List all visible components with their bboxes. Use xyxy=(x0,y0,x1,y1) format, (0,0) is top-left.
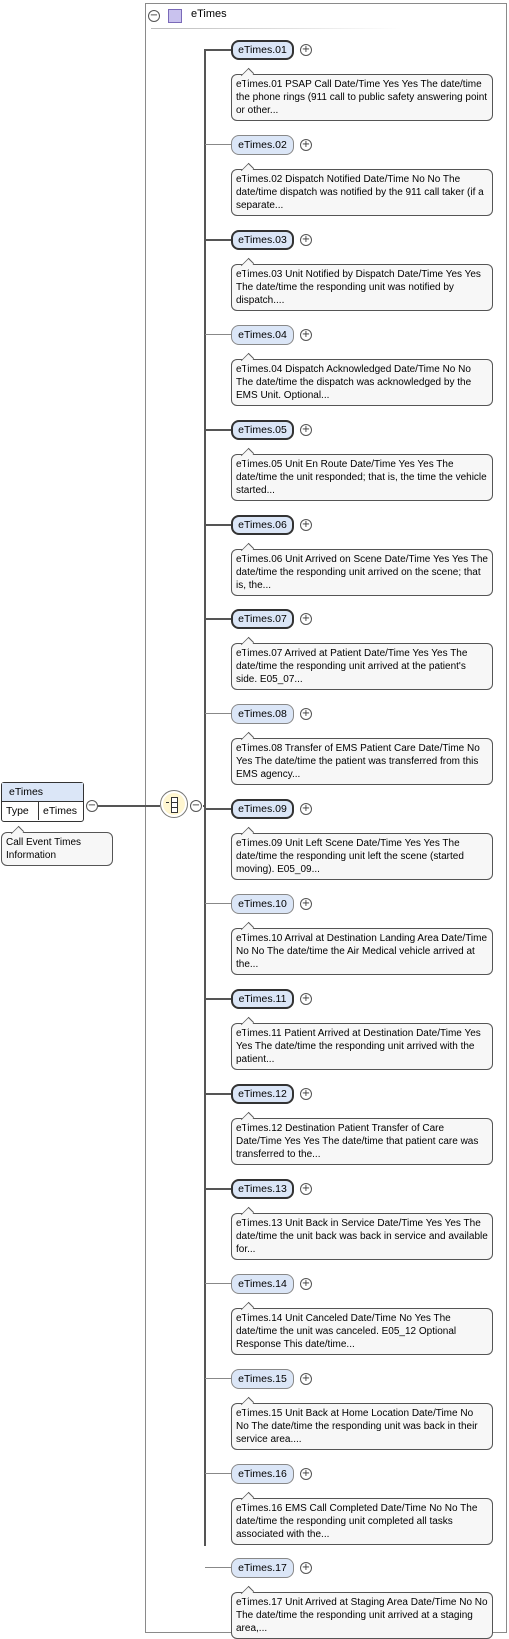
branch-line xyxy=(205,808,231,810)
element-documentation: eTimes.06 Unit Arrived on Scene Date/Tim… xyxy=(231,549,493,596)
element-documentation: eTimes.11 Patient Arrived at Destination… xyxy=(231,1023,493,1070)
element-documentation: eTimes.10 Arrival at Destination Landing… xyxy=(231,928,493,975)
schema-element[interactable]: eTimes.08 xyxy=(231,704,294,724)
schema-element[interactable]: eTimes.13 xyxy=(231,1179,294,1199)
expand-icon[interactable]: + xyxy=(300,1088,312,1100)
expand-icon[interactable]: + xyxy=(300,1468,312,1480)
branch-line xyxy=(205,524,231,526)
schema-element[interactable]: eTimes.10 xyxy=(231,894,294,914)
branch-line xyxy=(205,903,231,904)
schema-element[interactable]: eTimes.03 xyxy=(231,230,294,250)
element-documentation: eTimes.14 Unit Canceled Date/Time No Yes… xyxy=(231,1308,493,1355)
element-documentation: eTimes.09 Unit Left Scene Date/Time Yes … xyxy=(231,833,493,880)
element-documentation: eTimes.02 Dispatch Notified Date/Time No… xyxy=(231,169,493,216)
branch-line xyxy=(205,1567,231,1568)
branch-line xyxy=(205,144,231,145)
expand-icon[interactable]: + xyxy=(300,1278,312,1290)
expand-icon[interactable]: + xyxy=(300,1183,312,1195)
expand-icon[interactable]: + xyxy=(300,1562,312,1574)
expand-icon[interactable]: + xyxy=(300,424,312,436)
branch-line xyxy=(205,49,231,51)
element-documentation: eTimes.12 Destination Patient Transfer o… xyxy=(231,1118,493,1165)
schema-element[interactable]: eTimes.05 xyxy=(231,420,294,440)
header-divider xyxy=(151,28,401,29)
element-documentation: eTimes.07 Arrived at Patient Date/Time Y… xyxy=(231,643,493,690)
element-documentation: eTimes.04 Dispatch Acknowledged Date/Tim… xyxy=(231,359,493,406)
expand-icon[interactable]: + xyxy=(300,613,312,625)
schema-element[interactable]: eTimes.12 xyxy=(231,1084,294,1104)
element-documentation: eTimes.16 EMS Call Completed Date/Time N… xyxy=(231,1498,493,1545)
root-element[interactable]: eTimes Type eTimes xyxy=(1,782,84,822)
expand-icon[interactable]: + xyxy=(300,708,312,720)
expand-icon[interactable]: + xyxy=(300,993,312,1005)
complex-type-icon xyxy=(168,9,182,23)
expand-icon[interactable]: + xyxy=(300,898,312,910)
branch-line xyxy=(205,1093,231,1095)
schema-element[interactable]: eTimes.17 xyxy=(231,1558,294,1578)
element-documentation: eTimes.15 Unit Back at Home Location Dat… xyxy=(231,1403,493,1450)
root-documentation: Call Event Times Information xyxy=(1,832,113,866)
branch-line xyxy=(205,713,231,714)
connector-line xyxy=(98,805,160,807)
branch-line xyxy=(205,618,231,620)
element-documentation: eTimes.13 Unit Back in Service Date/Time… xyxy=(231,1213,493,1260)
root-collapse-icon[interactable]: − xyxy=(86,800,98,812)
complex-type-header: − eTimes xyxy=(146,4,506,28)
schema-element[interactable]: eTimes.06 xyxy=(231,515,294,535)
element-documentation: eTimes.08 Transfer of EMS Patient Care D… xyxy=(231,738,493,785)
sequence-trunk-line xyxy=(204,49,206,1546)
element-documentation: eTimes.17 Unit Arrived at Staging Area D… xyxy=(231,1592,493,1639)
schema-element[interactable]: eTimes.01 xyxy=(231,40,294,60)
schema-element[interactable]: eTimes.15 xyxy=(231,1369,294,1389)
schema-element[interactable]: eTimes.16 xyxy=(231,1464,294,1484)
expand-icon[interactable]: + xyxy=(300,234,312,246)
expand-icon[interactable]: + xyxy=(300,329,312,341)
sequence-collapse-icon[interactable]: − xyxy=(190,800,202,812)
schema-element[interactable]: eTimes.09 xyxy=(231,799,294,819)
complex-type-title: eTimes xyxy=(191,8,227,20)
root-element-type-row: Type eTimes xyxy=(2,802,83,820)
sequence-icon[interactable] xyxy=(160,790,188,818)
branch-line xyxy=(205,334,231,335)
branch-line xyxy=(205,1283,231,1284)
branch-line xyxy=(205,1473,231,1474)
schema-element[interactable]: eTimes.02 xyxy=(231,135,294,155)
schema-element[interactable]: eTimes.07 xyxy=(231,609,294,629)
expand-icon[interactable]: + xyxy=(300,803,312,815)
complex-type-container: − eTimes xyxy=(145,3,507,1633)
branch-line xyxy=(205,998,231,1000)
element-documentation: eTimes.05 Unit En Route Date/Time Yes Ye… xyxy=(231,454,493,501)
schema-element[interactable]: eTimes.11 xyxy=(231,989,294,1009)
expand-icon[interactable]: + xyxy=(300,1373,312,1385)
type-label: Type xyxy=(2,802,39,820)
expand-icon[interactable]: + xyxy=(300,139,312,151)
root-element-name: eTimes xyxy=(2,783,83,802)
branch-line xyxy=(205,1378,231,1379)
branch-line xyxy=(205,239,231,241)
expand-icon[interactable]: + xyxy=(300,519,312,531)
collapse-icon[interactable]: − xyxy=(148,10,160,22)
type-value: eTimes xyxy=(43,805,78,817)
expand-icon[interactable]: + xyxy=(300,44,312,56)
branch-line xyxy=(205,1188,231,1190)
schema-element[interactable]: eTimes.04 xyxy=(231,325,294,345)
schema-element[interactable]: eTimes.14 xyxy=(231,1274,294,1294)
branch-line xyxy=(205,429,231,431)
element-documentation: eTimes.03 Unit Notified by Dispatch Date… xyxy=(231,264,493,311)
element-documentation: eTimes.01 PSAP Call Date/Time Yes Yes Th… xyxy=(231,74,493,121)
